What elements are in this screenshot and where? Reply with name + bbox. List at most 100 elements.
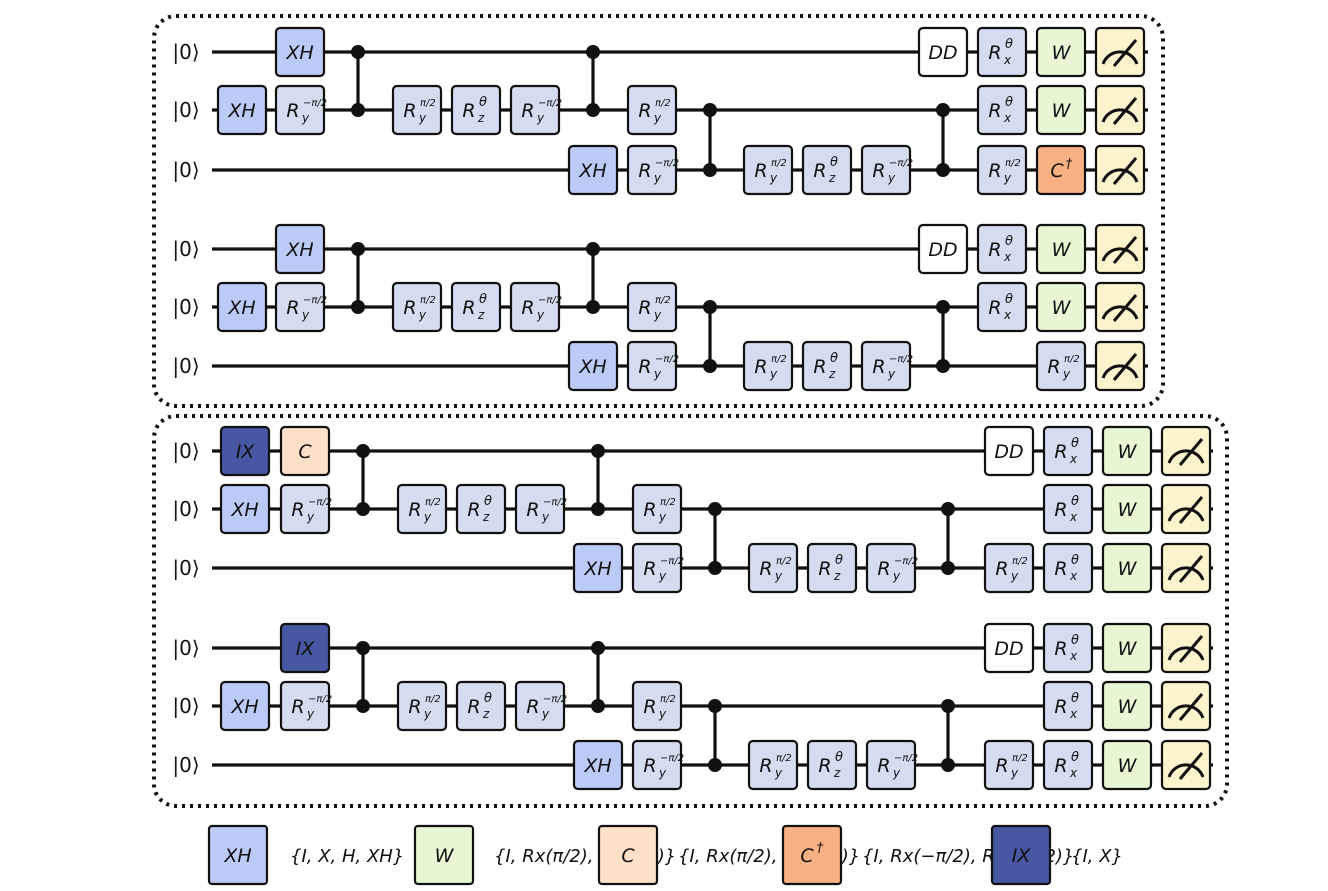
gate-text: θ [830,351,838,366]
w-gate: W [1035,84,1087,136]
gate-text: y [306,707,315,721]
gate-text: W [435,845,455,867]
control-dot [703,103,717,117]
control-dot [703,163,717,177]
gate-text: R [877,755,890,777]
meas-gate [1094,26,1146,78]
gate-text: y [658,510,667,524]
gate-text: y [541,707,550,721]
gate-text: R [759,558,772,580]
meas-gate [1094,340,1146,392]
gate-text: R [638,100,651,122]
gate-text: R [403,297,416,319]
meter-needle-icon [1112,157,1138,185]
w-gate: W [1035,281,1087,333]
control-dot [586,103,600,117]
gate-text: R [408,499,421,521]
meter-arc-icon [1101,50,1139,65]
dd-gate: DD [983,425,1035,477]
gate-text: y [418,111,427,125]
control-dot [356,699,370,713]
gate-text: W [1118,558,1138,580]
cdag-gate: C† [1035,144,1087,196]
w-gate-box [1035,84,1087,136]
rotation-gate-box [274,281,326,333]
rotation-gate-box [983,739,1035,791]
gate-text: −π/2 [538,295,562,306]
gate-text: −π/2 [543,497,567,508]
gate-text: IX [296,638,316,660]
xh-gate: XH [572,739,624,791]
w-gate: W [1101,483,1153,535]
gate-text: y [423,510,432,524]
w-gate: W [1101,739,1153,791]
gate-text: R [526,499,539,521]
gate-text: y [541,510,550,524]
meas-gate [1160,680,1212,732]
rotation-gate-box [860,340,912,392]
gate-text: −π/2 [303,295,327,306]
gate-text: R [521,297,534,319]
meter-arc-icon [1101,108,1139,123]
w-gate-box [1101,739,1153,791]
control-dot [708,502,722,516]
gate-text: R [988,239,1001,261]
control-dot [703,300,717,314]
control-dot [586,45,600,59]
dd-gate-box [917,223,969,275]
gate-text: y [418,308,427,322]
gate-text: y [887,171,896,185]
gate-text: y [892,569,901,583]
xh-gate: XH [567,340,619,392]
gate-text: R [526,696,539,718]
gate-text: R [1054,441,1067,463]
input-state-label: |0⟩ [172,158,199,182]
legend-swatch [781,824,843,886]
c-gate: C [279,425,331,477]
control-dot [936,103,950,117]
input-state-label: |0⟩ [172,237,199,261]
xh-gate: XH [219,483,271,535]
gate-text: W [1052,239,1072,261]
meas-gate [1094,84,1146,136]
gate-text: θ [835,750,843,765]
rotation-gate-box [860,144,912,196]
ix-gate-box [219,425,271,477]
gate-text: y [301,111,310,125]
control-dot [351,45,365,59]
input-state-label: |0⟩ [172,439,199,463]
legend-swatch [207,824,269,886]
gate-text: R [1054,755,1067,777]
input-state-label: |0⟩ [172,497,199,521]
gate-text: W [1118,755,1138,777]
gate-text: DD [994,441,1023,463]
gate-text: y [1003,171,1012,185]
gate-text: y [301,308,310,322]
w-gate: W [1101,680,1153,732]
w-gate: W [1101,425,1153,477]
w-gate-box [1101,680,1153,732]
meas-gate [1160,425,1212,477]
gate-text: π/2 [655,295,671,306]
rotation-gate-box [801,144,853,196]
rotation-gate-box [631,739,683,791]
rotation-gate-box [976,281,1028,333]
xh-gate-box [219,680,271,732]
gate-text: y [536,308,545,322]
control-dot [591,444,605,458]
rotation-gate-box [626,84,678,136]
gate-text: π/2 [771,354,787,365]
rotation-gate-box [801,340,853,392]
rotation-gate-box [976,84,1028,136]
meter-needle-icon [1178,752,1204,780]
